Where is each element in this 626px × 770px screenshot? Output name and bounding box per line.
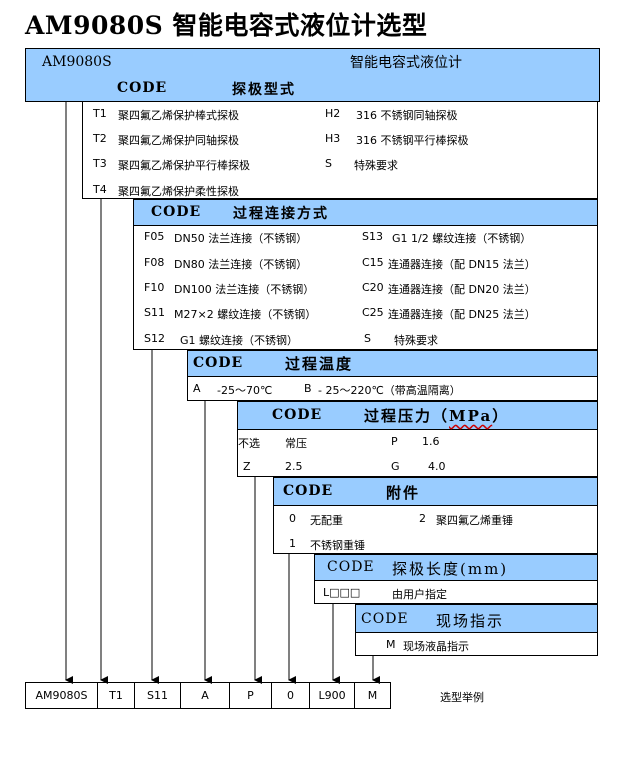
opt-text: 连通器连接（配 DN20 法兰） [388,283,536,296]
example-cell: M [355,682,391,709]
section2-header [133,199,598,226]
opt-text: 316 不锈钢同轴探极 [356,109,458,122]
section7-title: 现场指示 [436,612,505,630]
opt-code: M [386,638,396,651]
opt-code: S11 [144,306,165,319]
section4-title-text: 过程压力（ [364,407,450,425]
section7-code: CODE [361,611,409,627]
opt-text: 特殊要求 [394,334,438,347]
opt-code: C20 [362,281,384,294]
section5-header [273,477,598,506]
example-cell: AM9080S [25,682,98,709]
section4-box [237,429,598,477]
opt-text: 聚四氟乙烯重锤 [436,514,513,527]
section2-box [133,225,598,350]
page-title: AM9080S 智能电容式液位计选型 [25,11,428,40]
opt-text: 聚四氟乙烯保护平行棒探极 [118,159,250,172]
opt-code: F10 [144,281,165,294]
opt-text: 不锈钢重锤 [310,539,365,552]
example-cell: 0 [272,682,310,709]
section3-title: 过程温度 [285,355,354,373]
opt-code: B [304,382,312,395]
opt-code: F05 [144,230,165,243]
opt-code: 1 [289,537,296,550]
opt-text: 由用户指定 [392,588,447,601]
section7-header [355,604,598,633]
opt-code: T2 [93,132,107,145]
opt-code: S [364,332,371,345]
opt-code: L□□□ [323,586,361,599]
section4-title: 过程压力（MPa） [364,405,509,426]
opt-code: T4 [93,183,107,196]
section4-title-unit: MPa [449,407,493,425]
opt-text: G1 1/2 螺纹连接（不锈钢） [392,232,532,245]
opt-text: 316 不锈钢平行棒探极 [356,134,469,147]
opt-text: DN80 法兰连接（不锈钢） [174,258,308,271]
example-cell: P [230,682,272,709]
section4-header [237,401,598,430]
opt-code: C15 [362,256,384,269]
opt-text: 1.6 [422,435,440,448]
opt-text: 特殊要求 [354,159,398,172]
section5-box [273,505,598,554]
opt-text: G1 螺纹连接（不锈钢） [180,334,299,347]
section4-code: CODE [272,407,323,423]
opt-text: 2.5 [285,460,303,473]
opt-text: 无配重 [310,514,343,527]
section3-code: CODE [193,355,244,371]
opt-code: T1 [93,107,107,120]
opt-code: 不选 [238,437,260,450]
opt-text: 现场液晶指示 [403,640,469,653]
opt-text: 聚四氟乙烯保护柔性探极 [118,185,239,198]
opt-code: F08 [144,256,165,269]
opt-code: 2 [419,512,426,525]
opt-text: -25～70℃ [217,384,273,397]
section6-title: 探极长度(mm) [392,560,509,578]
opt-text: - 25～220℃（带高温隔离） [318,384,461,397]
header-model: AM9080S [42,54,112,70]
section7-box [355,632,598,656]
opt-text: 聚四氟乙烯保护棒式探极 [118,109,239,122]
opt-code: S12 [144,332,165,345]
opt-code: P [391,435,398,448]
opt-code: Z [243,460,251,473]
opt-code: G [391,460,400,473]
section1-title: 探极型式 [232,82,296,98]
example-cell: A [181,682,230,709]
opt-text: 聚四氟乙烯保护同轴探极 [118,134,239,147]
opt-text: 常压 [285,437,307,450]
opt-code: A [193,382,201,395]
section3-box [187,376,598,401]
opt-text: 连通器连接（配 DN25 法兰） [388,308,536,321]
header-product: 智能电容式液位计 [350,55,462,71]
section5-title: 附件 [386,484,421,502]
opt-code: S [325,157,332,170]
opt-code: C25 [362,306,384,319]
section3-header [187,350,598,377]
opt-code: H2 [325,107,341,120]
section6-header [314,554,598,581]
opt-text: 连通器连接（配 DN15 法兰） [388,258,536,271]
opt-code: H3 [325,132,341,145]
example-cell: T1 [98,682,135,709]
section5-code: CODE [283,483,334,499]
section1-code: CODE [117,80,168,96]
opt-text: DN100 法兰连接（不锈钢） [174,283,315,296]
section6-box [314,580,598,604]
opt-code: S13 [362,230,383,243]
opt-text: DN50 法兰连接（不锈钢） [174,232,308,245]
opt-text: 4.0 [428,460,446,473]
example-cell: L900 [310,682,355,709]
opt-text: M27×2 螺纹连接（不锈钢） [174,308,317,321]
opt-code: 0 [289,512,296,525]
opt-code: T3 [93,157,107,170]
section2-code: CODE [151,204,202,220]
example-label: 选型举例 [440,691,484,704]
section1-box [82,101,598,199]
section6-code: CODE [327,559,375,575]
header-bar [25,48,600,102]
section2-title: 过程连接方式 [233,206,329,222]
section4-title-end: ） [492,407,510,425]
example-cell: S11 [135,682,181,709]
